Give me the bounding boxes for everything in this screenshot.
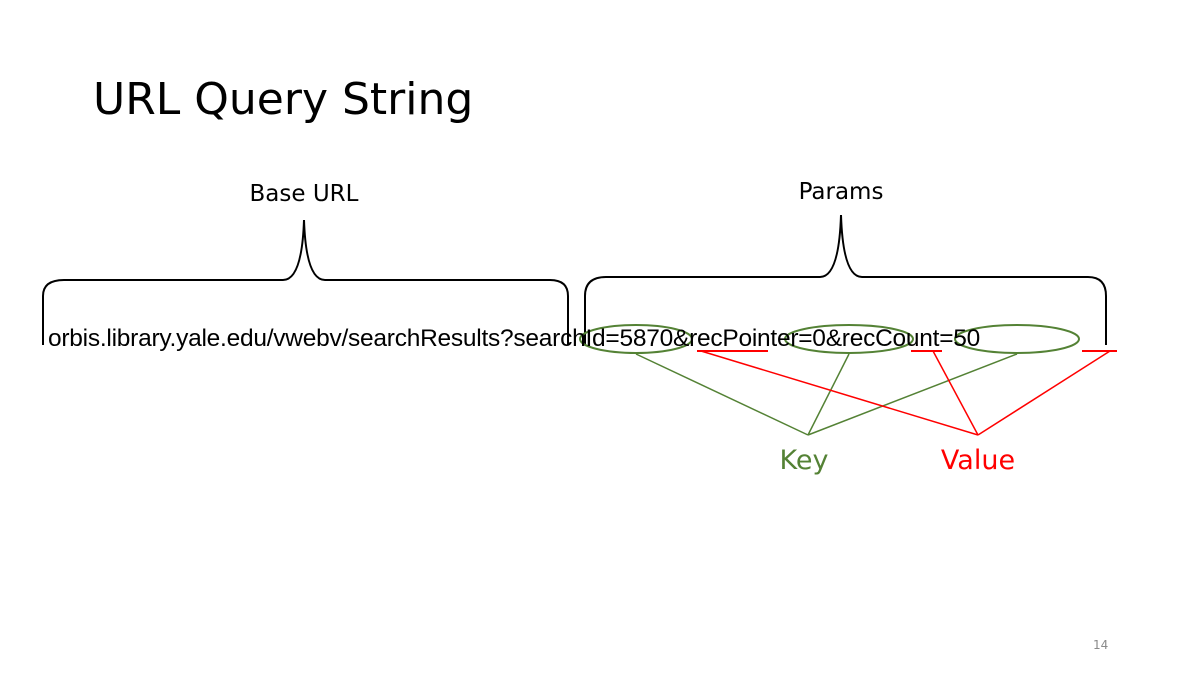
url-base: orbis.library.yale.edu/vwebv/searchResul… xyxy=(48,325,501,352)
url-param-value: 5870 xyxy=(619,325,673,352)
params-label: Params xyxy=(798,179,884,205)
params-brace xyxy=(584,214,1107,345)
key-connector-1 xyxy=(635,353,809,436)
url-param-key: recCount xyxy=(841,325,940,352)
url-text: orbis.library.yale.edu/vwebv/searchResul… xyxy=(48,323,980,355)
base-url-brace xyxy=(42,219,569,345)
url-param-equals: = xyxy=(605,325,620,352)
key-label: Key xyxy=(779,445,829,476)
url-param-key: recPointer xyxy=(689,325,799,352)
slide-title: URL Query String xyxy=(93,74,474,125)
base-url-label: Base URL xyxy=(249,181,359,207)
url-param-value: 0 xyxy=(812,325,826,352)
url-param-separator: & xyxy=(672,325,690,352)
url-param-value: 50 xyxy=(953,325,981,352)
url-param-equals: = xyxy=(798,325,813,352)
url-param-separator: & xyxy=(825,325,842,352)
url-question-mark: ? xyxy=(500,325,514,352)
key-ellipse-recpointer xyxy=(784,324,914,354)
key-ellipse-reccount xyxy=(954,324,1080,354)
url-param-equals: = xyxy=(939,325,954,352)
key-connector-2 xyxy=(807,353,850,436)
value-label: Value xyxy=(940,445,1016,476)
key-connector-3 xyxy=(807,353,1018,436)
value-connector-2 xyxy=(932,350,979,436)
value-connector-1 xyxy=(700,350,979,436)
value-connector-3 xyxy=(977,350,1111,436)
key-ellipse-searchid xyxy=(579,324,693,354)
url-param-key: searchId xyxy=(513,325,606,352)
page-number: 14 xyxy=(1093,638,1109,652)
